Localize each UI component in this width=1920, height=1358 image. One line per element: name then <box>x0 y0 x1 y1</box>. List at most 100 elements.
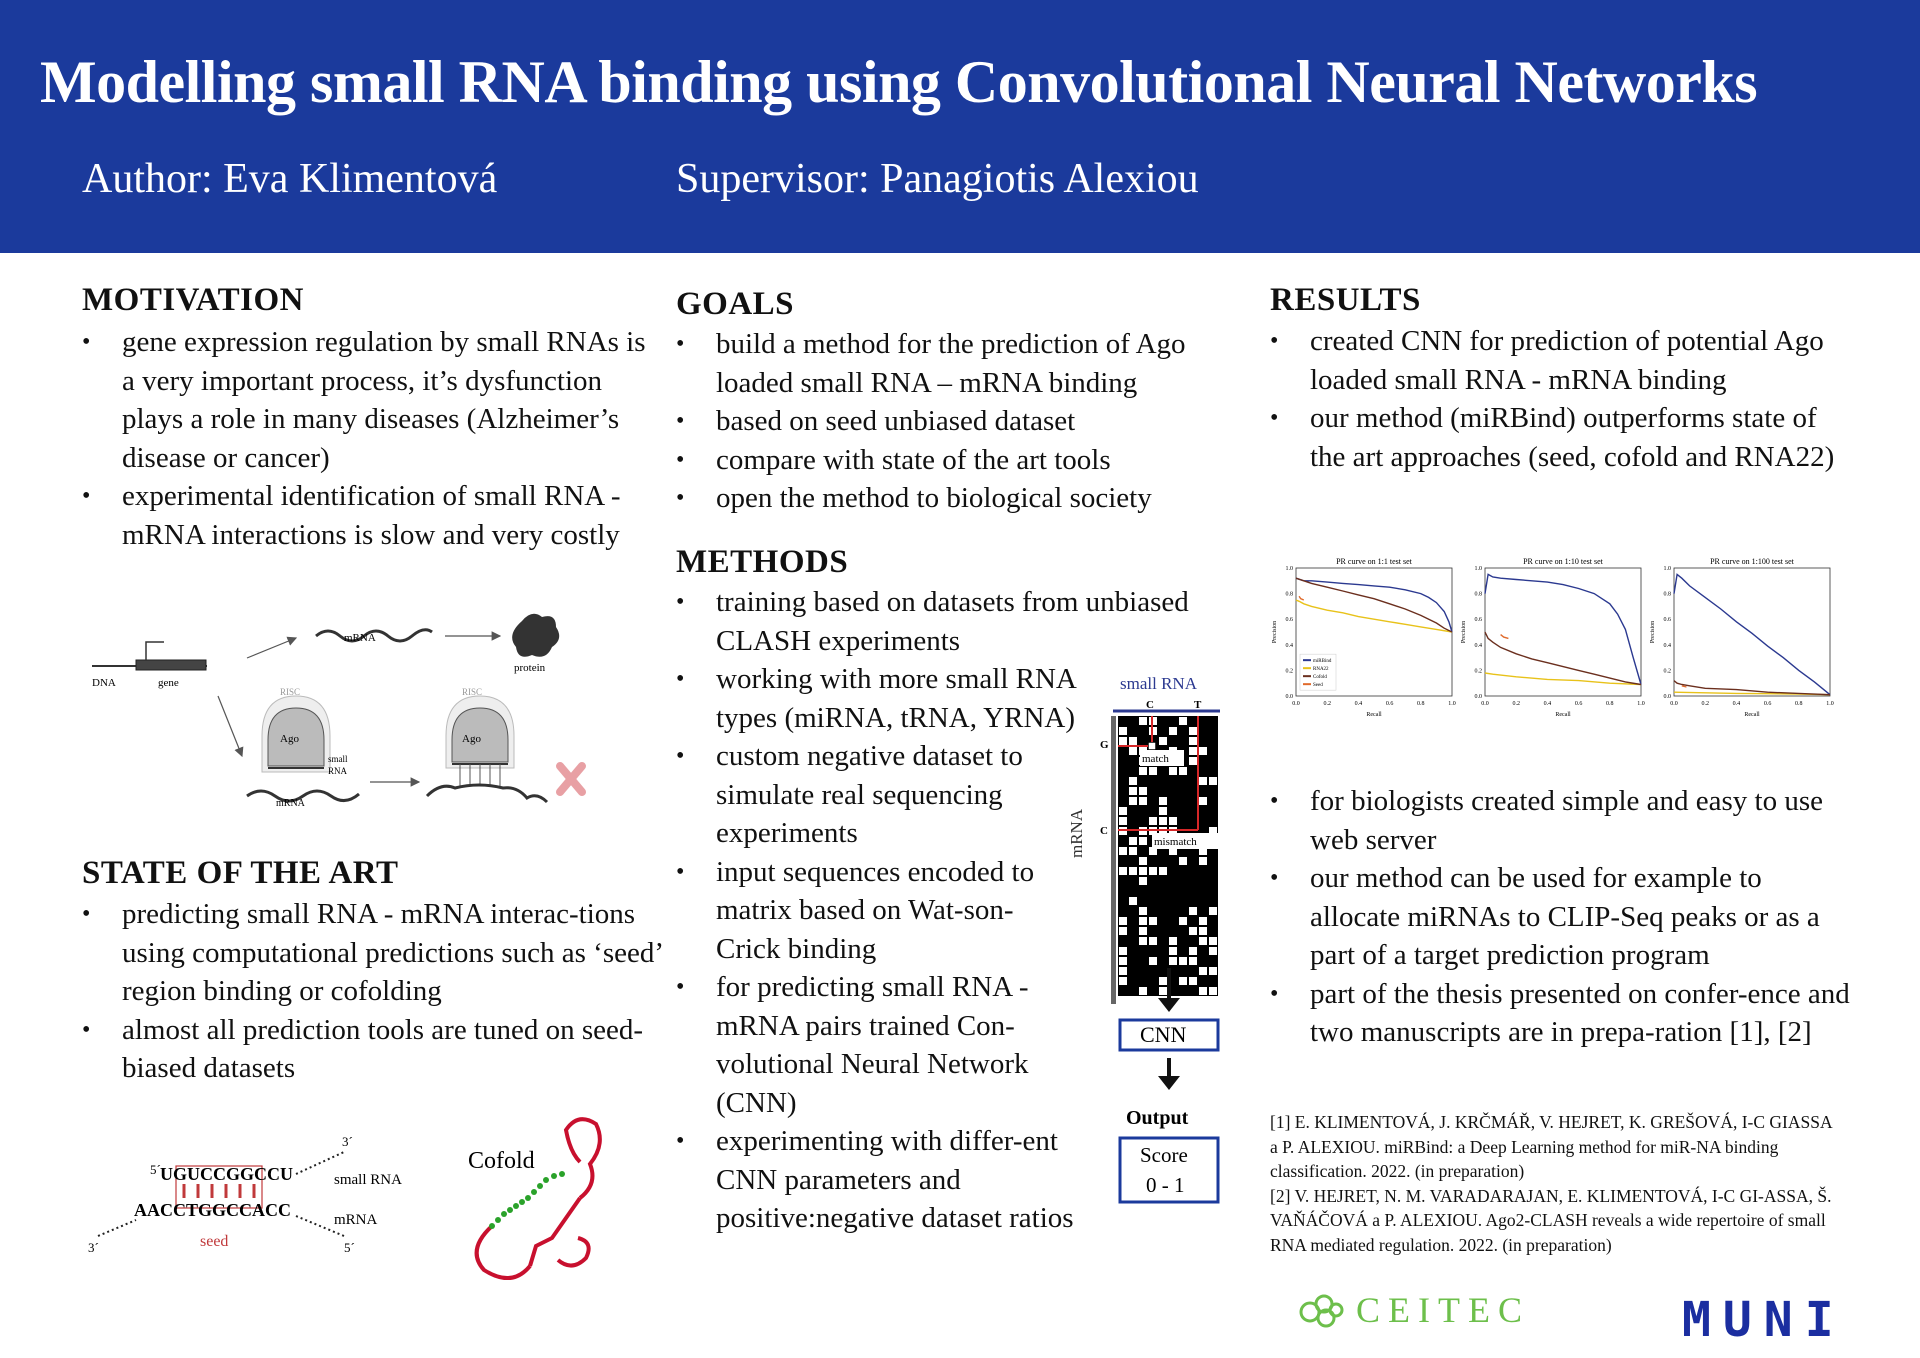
series-line-cofold <box>1295 577 1453 633</box>
matrix-cell <box>1199 917 1207 925</box>
series-line-seed <box>1500 634 1509 640</box>
cofold-label: Cofold <box>468 1148 535 1174</box>
y-tick-label: 0.2 <box>1664 668 1672 674</box>
matrix-cell <box>1189 927 1197 935</box>
matrix-cell <box>1119 867 1127 875</box>
matrix-cell <box>1159 817 1167 825</box>
list-item: based on seed unbiased dataset <box>676 402 1256 441</box>
blocked-icon <box>556 762 586 796</box>
matrix-cell <box>1179 767 1187 775</box>
matrix-cell <box>1129 867 1137 875</box>
five-prime-label: 5´ <box>150 1162 161 1177</box>
matrix-cell <box>1149 937 1157 945</box>
list-item: for predicting small RNA - mRNA pairs tr… <box>676 968 1076 1122</box>
matrix-cell <box>1139 857 1147 865</box>
matrix-cell <box>1129 737 1137 745</box>
matrix-cell <box>1209 947 1217 955</box>
chart-title: PR curve on 1:1 test set <box>1336 557 1413 566</box>
matrix-cell <box>1169 937 1177 945</box>
x-tick-label: 0.4 <box>1733 701 1741 707</box>
reference-item: [2] V. HEJRET, N. M. VARADARAJAN, E. KLI… <box>1270 1185 1832 1255</box>
mismatch-label: mismatch <box>1154 836 1197 848</box>
ago-label: Ago <box>462 733 481 745</box>
matrix-cell <box>1119 807 1127 815</box>
legend-label: miRBind <box>1313 659 1332 664</box>
plot-area <box>1484 567 1642 697</box>
seed-label: seed <box>200 1233 228 1250</box>
matrix-cell <box>1209 907 1217 915</box>
list-item: gene expression regulation by small RNAs… <box>82 323 652 477</box>
list-item: input sequences encoded to matrix based … <box>676 853 1056 969</box>
matrix-col-label: C <box>1146 699 1154 711</box>
series-line-seed <box>1298 595 1305 601</box>
matrix-cell <box>1149 957 1157 965</box>
x-axis-label: Recall <box>1366 712 1382 718</box>
x-tick-label: 0.6 <box>1764 701 1772 707</box>
chart-title: PR curve on 1:10 test set <box>1523 557 1604 566</box>
matrix-cell <box>1119 947 1127 955</box>
motivation-list: gene expression regulation by small RNAs… <box>82 323 652 554</box>
x-tick-label: 0.8 <box>1795 701 1803 707</box>
y-tick-label: 0.0 <box>1286 694 1294 700</box>
matrix-cell <box>1119 927 1127 935</box>
matrix-cell <box>1169 847 1177 855</box>
goals-title: GOALS <box>676 286 795 322</box>
y-tick-label: 0.8 <box>1664 592 1672 598</box>
matrix-cell <box>1139 867 1147 875</box>
series-line-rna22 <box>1295 599 1453 633</box>
list-item: for biologists created simple and easy t… <box>1270 782 1850 859</box>
matrix-cell <box>1119 727 1127 735</box>
x-tick-label: 0.2 <box>1512 701 1520 707</box>
matrix-cell <box>1199 857 1207 865</box>
match-label: match <box>1142 753 1169 765</box>
y-tick-label: 1.0 <box>1286 566 1294 572</box>
matrix-cell <box>1209 967 1217 975</box>
matrix-cell <box>1199 747 1207 755</box>
x-tick-label: 1.0 <box>1448 701 1456 707</box>
author-line: Author: Eva Klimentová <box>82 156 498 202</box>
x-tick-label: 0.2 <box>1323 701 1331 707</box>
encoding-matrix-diagram: small RNA C T G C mRNA match mismatch CN… <box>1068 674 1220 1204</box>
x-tick-label: 0.2 <box>1701 701 1709 707</box>
y-tick-label: 0.4 <box>1286 643 1294 649</box>
matrix-cell <box>1129 787 1137 795</box>
list-item: compare with state of the art tools <box>676 441 1256 480</box>
series-line-mirbind <box>1295 577 1453 633</box>
matrix-cell <box>1159 797 1167 805</box>
reference-item: [1] E. KLIMENTOVÁ, J. KRČMÁŘ, V. HEJRET,… <box>1270 1112 1832 1181</box>
small-rna-sequence: UGUCCGGCCU <box>160 1164 293 1184</box>
matrix-cell <box>1209 987 1217 995</box>
small-rna-label: small RNA <box>334 1172 402 1188</box>
matrix-cell <box>1149 917 1157 925</box>
matrix-cell <box>1139 917 1147 925</box>
matrix-cell <box>1179 717 1187 725</box>
x-tick-label: 0.6 <box>1575 701 1583 707</box>
matrix-cell <box>1159 867 1167 875</box>
motivation-title: MOTIVATION <box>82 282 304 318</box>
matrix-cell <box>1189 907 1197 915</box>
gene-label: gene <box>158 677 179 689</box>
list-item: experimenting with differ-ent CNN parame… <box>676 1122 1096 1238</box>
matrix-cell <box>1129 897 1137 905</box>
matrix-cell <box>1149 847 1157 855</box>
matrix-cell <box>1179 957 1187 965</box>
supervisor-line: Supervisor: Panagiotis Alexiou <box>676 156 1199 202</box>
list-item: custom negative dataset to simulate real… <box>676 737 1076 853</box>
arrow-down-icon <box>1158 1058 1180 1090</box>
matrix-cell <box>1139 837 1147 845</box>
protein-label: protein <box>514 662 546 674</box>
poster-header: Modelling small RNA binding using Convol… <box>0 0 1920 253</box>
mrna-top-label: mRNA <box>344 632 376 644</box>
mrna-axis-label: mRNA <box>1068 808 1086 858</box>
legend-label: Seed <box>1313 683 1323 688</box>
list-item: training based on datasets from unbiased… <box>676 583 1256 660</box>
matrix-cell <box>1179 977 1187 985</box>
matrix-cell <box>1199 967 1207 975</box>
matrix-cell <box>1199 987 1207 995</box>
matrix-cell <box>1119 917 1127 925</box>
arrow-down-icon <box>1158 968 1180 1012</box>
list-item: almost all prediction tools are tuned on… <box>82 1011 662 1088</box>
matrix-cell <box>1129 847 1137 855</box>
